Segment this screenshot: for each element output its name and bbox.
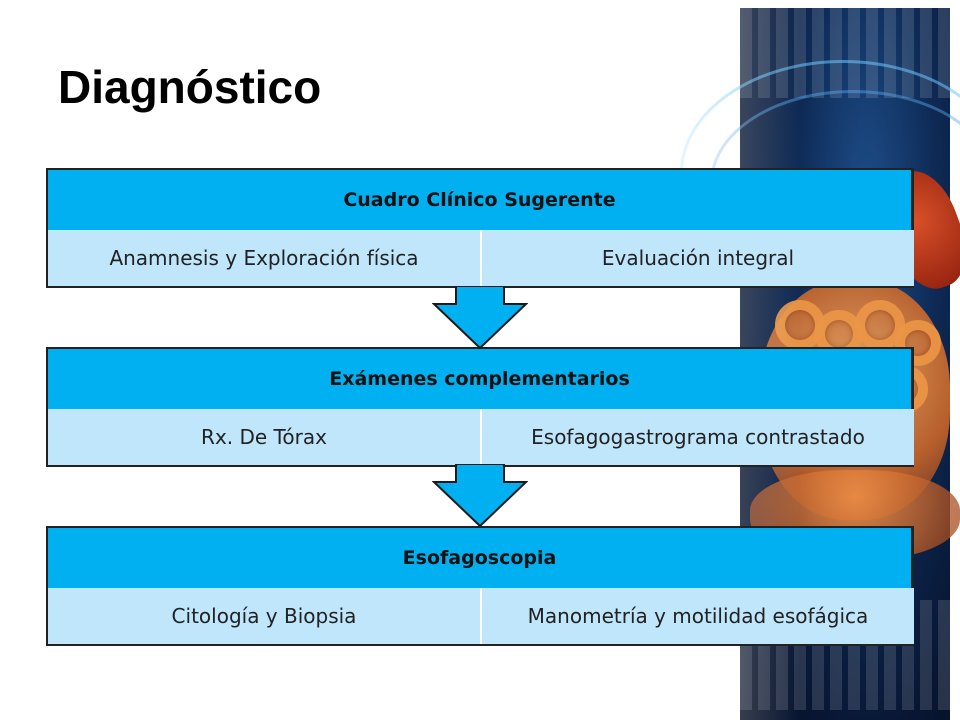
stage-item: Anamnesis y Exploración física bbox=[48, 230, 482, 286]
stage-item: Manometría y motilidad esofágica bbox=[482, 588, 914, 644]
flow-stage-2: Exámenes complementarios Rx. De Tórax Es… bbox=[46, 347, 914, 467]
slide-title: Diagnóstico bbox=[58, 61, 322, 113]
stage-items: Citología y Biopsia Manometría y motilid… bbox=[48, 588, 914, 644]
stage-header: Esofagoscopia bbox=[48, 528, 914, 588]
down-arrow-icon bbox=[432, 286, 528, 350]
stage-header: Exámenes complementarios bbox=[48, 349, 914, 409]
stage-item: Esofagogastrograma contrastado bbox=[482, 409, 914, 465]
stage-item: Citología y Biopsia bbox=[48, 588, 482, 644]
stage-header: Cuadro Clínico Sugerente bbox=[48, 170, 914, 230]
stage-item: Rx. De Tórax bbox=[48, 409, 482, 465]
flow-stage-3: Esofagoscopia Citología y Biopsia Manome… bbox=[46, 526, 914, 646]
stage-items: Rx. De Tórax Esofagogastrograma contrast… bbox=[48, 409, 914, 465]
flow-stage-1: Cuadro Clínico Sugerente Anamnesis y Exp… bbox=[46, 168, 914, 288]
stage-items: Anamnesis y Exploración física Evaluació… bbox=[48, 230, 914, 286]
stage-item: Evaluación integral bbox=[482, 230, 914, 286]
down-arrow-icon bbox=[432, 464, 528, 528]
